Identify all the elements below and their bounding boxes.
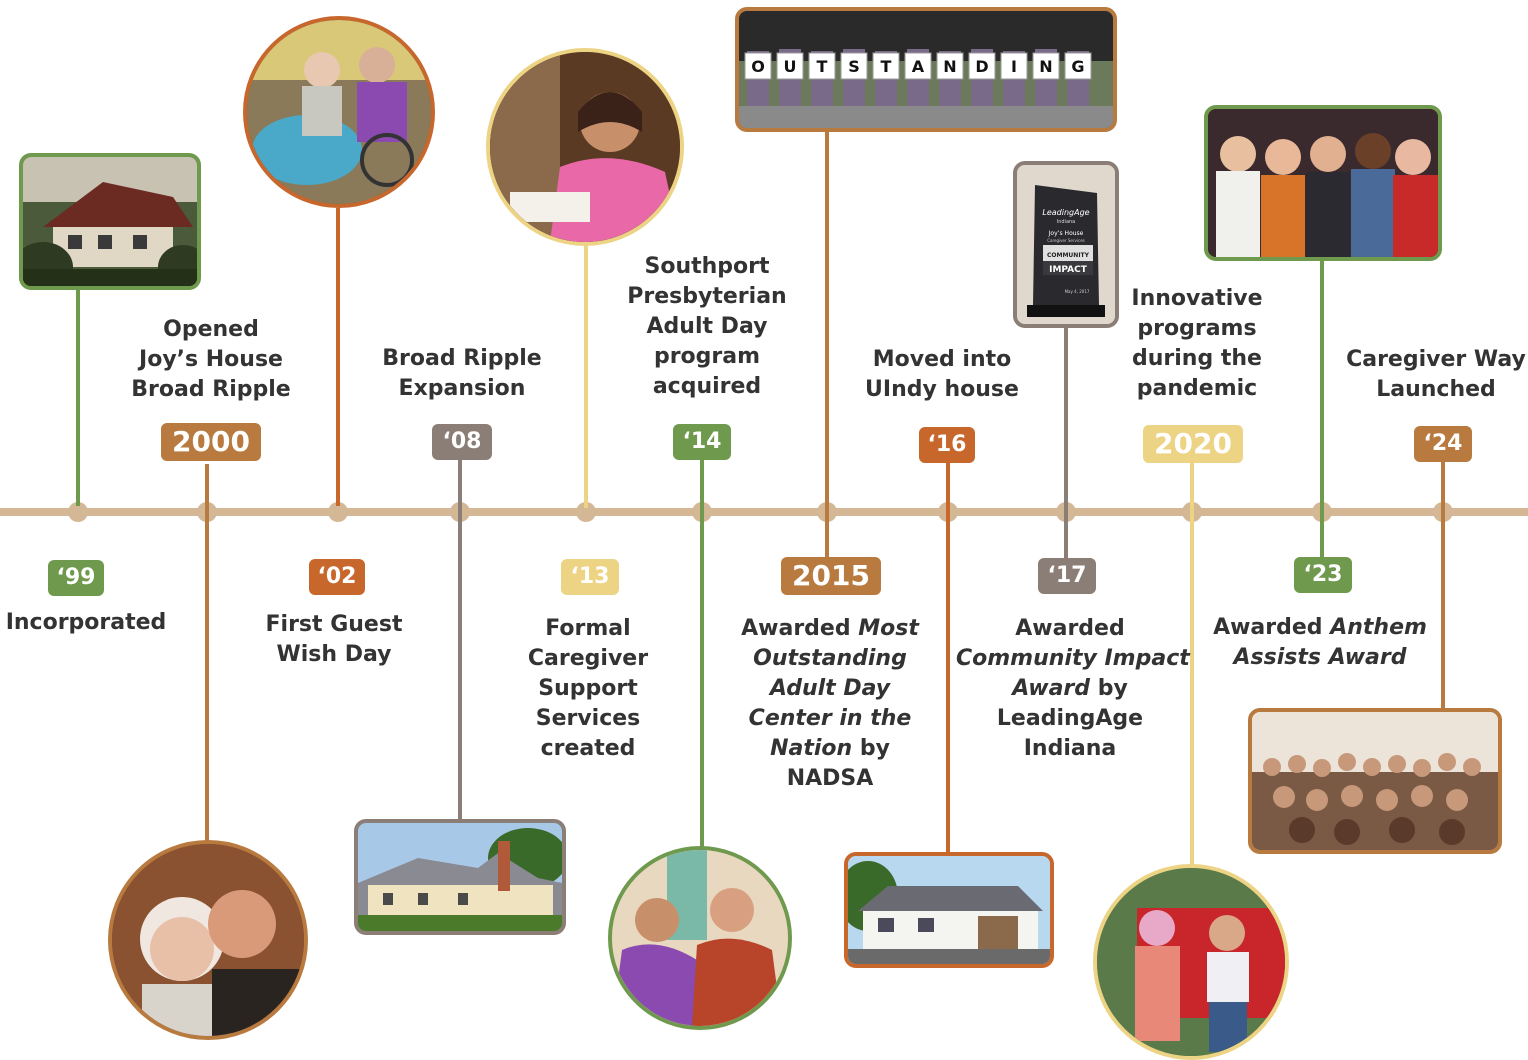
banner-letter: U — [784, 57, 797, 76]
timeline-dot-99 — [68, 502, 88, 522]
year-badge-16: ‘16 — [919, 427, 975, 463]
wish-day-illustration — [247, 20, 431, 204]
plaque-title: IMPACT — [1049, 265, 1088, 275]
stem-99 — [76, 288, 80, 506]
plaque-org-sub: Caregiver Services — [1047, 238, 1085, 243]
caregiver-illustration — [490, 52, 680, 242]
year-badge-23: ‘23 — [1294, 557, 1352, 593]
year-badge-14: ‘14 — [673, 424, 731, 460]
banner-letter: N — [1039, 57, 1052, 76]
caregiver-photo-2013 — [486, 48, 684, 246]
wish-day-photo-2002 — [243, 16, 435, 208]
timeline-axis — [0, 508, 1528, 516]
label-2000: Opened Joy’s House Broad Ripple — [131, 317, 291, 402]
stem-02 — [336, 208, 340, 506]
plaque-band: COMMUNITY — [1047, 252, 1090, 259]
stem-14 — [700, 460, 704, 852]
stem-17 — [1064, 324, 1068, 560]
anthem-award-photo-2023 — [1204, 105, 1442, 261]
banner-letter: I — [1011, 57, 1017, 76]
banner-letter: N — [943, 57, 956, 76]
year-badge-24: ‘24 — [1414, 426, 1472, 462]
uindy-house-illustration — [848, 856, 1050, 964]
expansion-photo-2008 — [354, 819, 566, 935]
group-illustration — [1208, 109, 1438, 257]
year-badge-13: ‘13 — [561, 559, 619, 595]
label-99: Incorporated — [5, 610, 167, 635]
label-08: Broad Ripple Expansion — [382, 346, 542, 401]
year-badge-17: ‘17 — [1038, 558, 1096, 594]
plaque-org: Joy’s House — [1048, 230, 1084, 237]
label-17: Awarded Community Impact Award by Leadin… — [956, 616, 1190, 761]
year-badge-02: ‘02 — [309, 559, 365, 595]
stem-16 — [946, 462, 950, 854]
banner-letter: D — [975, 57, 988, 76]
crowd-illustration — [1252, 712, 1498, 850]
dancing-illustration — [612, 850, 788, 1026]
plaque-sub: Indiana — [1057, 219, 1076, 225]
stem-2020 — [1190, 460, 1194, 868]
dancing-photo-2014 — [608, 846, 792, 1030]
year-badge-2020: 2020 — [1143, 425, 1243, 463]
stem-23 — [1320, 258, 1324, 558]
banner-letter: G — [1071, 57, 1084, 76]
label-14: Southport Presbyterian Adult Day program… — [627, 254, 787, 399]
outstanding-photo-2015: O U T S T A N D I N G — [735, 7, 1117, 132]
label-02: First Guest Wish Day — [265, 612, 403, 667]
plaque-date: May 4, 2017 — [1065, 289, 1090, 294]
label-24: Caregiver Way Launched — [1346, 347, 1526, 402]
pandemic-photo-2020 — [1093, 864, 1289, 1060]
stem-08 — [458, 460, 462, 822]
label-23: Awarded Anthem Assists Award — [1213, 615, 1427, 670]
caregiver-way-photo-2024 — [1248, 708, 1502, 854]
banner-letter: T — [881, 57, 892, 76]
building-illustration — [358, 823, 562, 931]
couple-photo-2000 — [108, 840, 308, 1040]
year-badge-2000: 2000 — [161, 423, 261, 461]
timeline-dot-02 — [328, 502, 348, 522]
label-2015: Awarded Most Outstanding Adult Day Cente… — [741, 616, 919, 791]
year-badge-08: ‘08 — [432, 424, 492, 460]
stem-13 — [584, 240, 588, 508]
year-badge-2015: 2015 — [781, 557, 881, 595]
label-2020: Innovative programs during the pandemic — [1131, 286, 1263, 401]
banner-letter: S — [848, 57, 860, 76]
couple-illustration — [112, 844, 304, 1036]
banner-letter: A — [912, 57, 925, 76]
stem-2000 — [205, 464, 209, 844]
timeline-dot-13 — [576, 502, 596, 522]
house-photo-1999 — [19, 153, 201, 290]
award-plaque-photo-2017: LeadingAge Indiana Joy’s House Caregiver… — [1013, 161, 1119, 328]
plaque-brand: LeadingAge — [1042, 208, 1089, 217]
stem-2015 — [825, 128, 829, 558]
banner-letter: O — [751, 57, 765, 76]
pandemic-illustration — [1097, 868, 1285, 1056]
banner-letter: T — [817, 57, 828, 76]
uindy-house-photo-2016 — [844, 852, 1054, 968]
label-16: Moved into UIndy house — [865, 347, 1019, 402]
label-13: Formal Caregiver Support Services create… — [527, 616, 649, 761]
house-illustration — [23, 157, 197, 286]
stem-24 — [1441, 460, 1445, 712]
year-badge-99: ‘99 — [48, 560, 104, 596]
outstanding-group-illustration: O U T S T A N D I N G — [739, 11, 1113, 128]
plaque-illustration: LeadingAge Indiana Joy’s House Caregiver… — [1017, 165, 1115, 324]
